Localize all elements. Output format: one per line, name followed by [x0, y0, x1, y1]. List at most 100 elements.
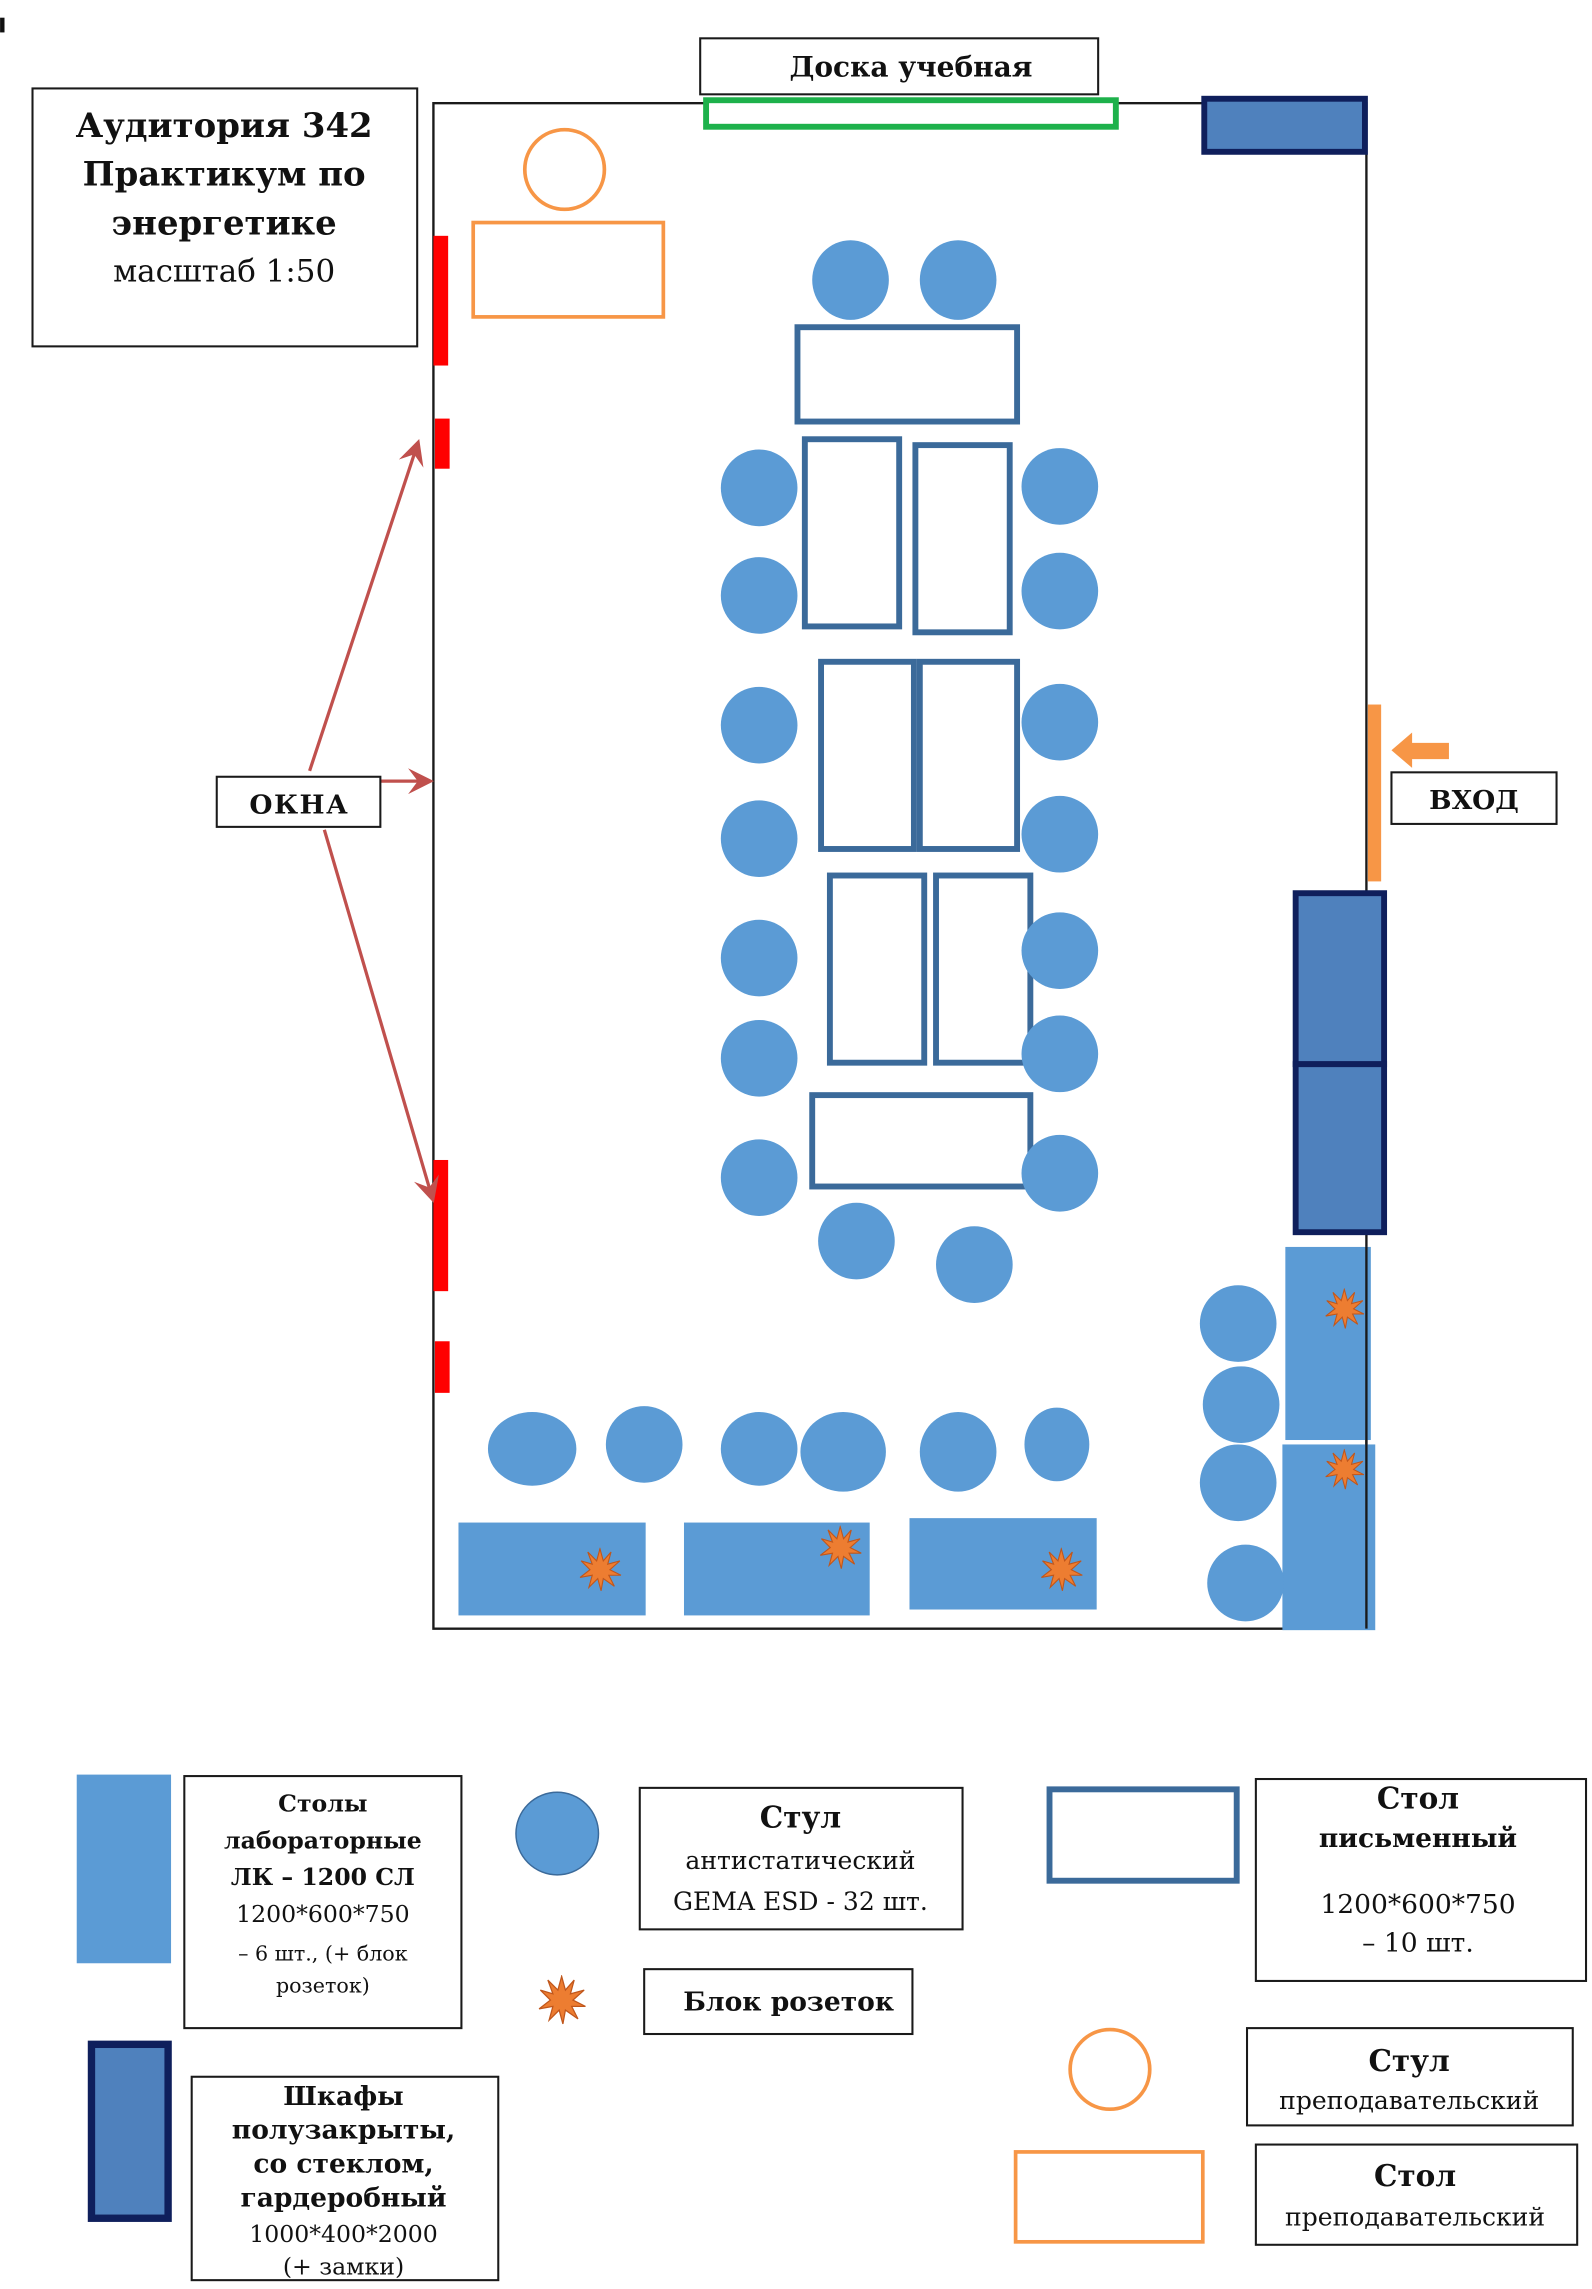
corner-mark: [0, 17, 5, 33]
cabinet: [1292, 890, 1388, 1068]
entrance-label: ВХОД: [1429, 785, 1519, 816]
legend-chair-box: [638, 1786, 964, 1931]
chair: [818, 1202, 895, 1280]
legend-teacher-chair-line: преподавательский: [1279, 2086, 1539, 2115]
board: Доска учебная: [699, 37, 1119, 130]
writing-desk: [826, 872, 928, 1066]
legend: Столы лабораторные ЛК – 1200 СЛ 1200*600…: [76, 1774, 1588, 2282]
legend-cabinet-line: со стеклом,: [253, 2149, 433, 2180]
chair: [1207, 1544, 1284, 1622]
legend-writing-desk-line: письменный: [1319, 1823, 1517, 1854]
bottom-chairs: [487, 1406, 1090, 1492]
legend-socket-title: Блок розеток: [683, 1986, 894, 2017]
legend-chair-line: антистатический: [685, 1846, 915, 1875]
writing-desk: [818, 658, 917, 852]
legend-teacher-chair-swatch: [1068, 2027, 1152, 2112]
legend-teacher-desk-line: преподавательский: [1285, 2203, 1545, 2232]
legend-cabinet-line: 1000*400*2000: [249, 2220, 438, 2248]
arrow-icon: [308, 438, 424, 772]
writing-desk: [801, 436, 903, 630]
writing-desk: [916, 658, 1021, 852]
chair: [1199, 1285, 1277, 1362]
title-box: Аудитория 342 Практикум по энергетике ма…: [31, 87, 419, 348]
legend-cabinet-title: Шкафы: [283, 2081, 403, 2112]
chair: [720, 1019, 798, 1097]
legend-chair-swatch: [515, 1791, 600, 1876]
legend-socket-icon: [538, 1975, 587, 2025]
central-desks: [794, 324, 1034, 1190]
title-subject-2: энергетике: [112, 202, 337, 242]
chair: [1024, 1407, 1090, 1482]
entrance-arrow-icon: [1391, 732, 1449, 768]
windows-callout: ОКНА: [215, 438, 439, 1204]
chair: [919, 1412, 997, 1492]
window: [434, 418, 450, 469]
chair: [1021, 795, 1099, 873]
legend-teacher-chair-title: Стул: [1368, 2043, 1449, 2078]
door: [1367, 704, 1382, 882]
legend-cabinet-swatch: [87, 2040, 172, 2222]
legend-chair-line: GEMA ESD - 32 шт.: [673, 1887, 928, 1916]
writing-desk: [794, 324, 1021, 425]
legend-cabinet-line: (+ замки): [283, 2252, 404, 2280]
legend-lab-table-line: 1200*600*750: [236, 1900, 410, 1928]
chair: [1021, 552, 1099, 630]
writing-desk: [809, 1092, 1034, 1190]
legend-lab-table-title: Столы: [278, 1789, 367, 1817]
cabinet-top: [1201, 95, 1368, 155]
chair: [800, 1412, 886, 1492]
chair: [1021, 1134, 1099, 1212]
legend-writing-desk-title: Стол: [1377, 1781, 1459, 1816]
windows: [433, 235, 450, 1393]
writing-desk: [912, 442, 1013, 636]
window: [434, 1341, 450, 1393]
chair: [487, 1412, 577, 1486]
windows-label: ОКНА: [249, 790, 349, 821]
chair: [1202, 1366, 1280, 1443]
chair: [1199, 1444, 1277, 1522]
board-label: Доска учебная: [789, 51, 1032, 84]
window: [433, 235, 449, 366]
cabinet: [1292, 1061, 1388, 1236]
chair: [1021, 448, 1099, 525]
chair: [605, 1406, 683, 1483]
chair: [812, 240, 889, 320]
chair: [720, 919, 798, 997]
legend-lab-table-line: лабораторные: [224, 1826, 422, 1854]
lab-table: [1285, 1246, 1371, 1441]
right-chairs: [1199, 1285, 1284, 1622]
chair: [1021, 683, 1099, 761]
lab-table: [1282, 1444, 1376, 1631]
entrance: ВХОД: [1367, 704, 1558, 882]
chair: [720, 1139, 798, 1216]
legend-lab-table-line: ЛК – 1200 СЛ: [231, 1863, 415, 1891]
writing-desk: [933, 872, 1034, 1066]
chair: [720, 557, 798, 634]
legend-socket-box: [643, 1968, 914, 2036]
legend-writing-desk-line: – 10 шт.: [1362, 1927, 1474, 1958]
legend-writing-desk-swatch: [1046, 1786, 1240, 1884]
board-shape: [703, 97, 1119, 130]
central-chairs: [720, 240, 1099, 1303]
legend-teacher-chair-box: [1245, 2027, 1574, 2127]
chair: [720, 449, 798, 527]
chair: [1021, 912, 1099, 990]
legend-lab-table-line: розеток): [276, 1974, 370, 1998]
legend-teacher-desk-box: [1254, 2143, 1579, 2246]
legend-lab-table-swatch: [76, 1774, 172, 1964]
legend-lab-table-line: – 6 шт., (+ блок: [238, 1941, 408, 1965]
lab-table: [458, 1522, 646, 1616]
title-subject-1: Практикум по: [83, 154, 366, 194]
chair: [919, 240, 997, 320]
chair: [720, 1412, 798, 1486]
teacher-chair: [522, 127, 607, 212]
legend-writing-desk-line: 1200*600*750: [1320, 1889, 1515, 1920]
legend-chair-title: Стул: [760, 1800, 841, 1835]
legend-lab-table-box: [183, 1775, 463, 2030]
chair: [720, 686, 798, 764]
chair: [1021, 1015, 1099, 1093]
arrow-icon: [322, 829, 439, 1204]
title-room: Аудитория 342: [76, 105, 373, 145]
legend-cabinet-line: полузакрыты,: [232, 2115, 455, 2146]
